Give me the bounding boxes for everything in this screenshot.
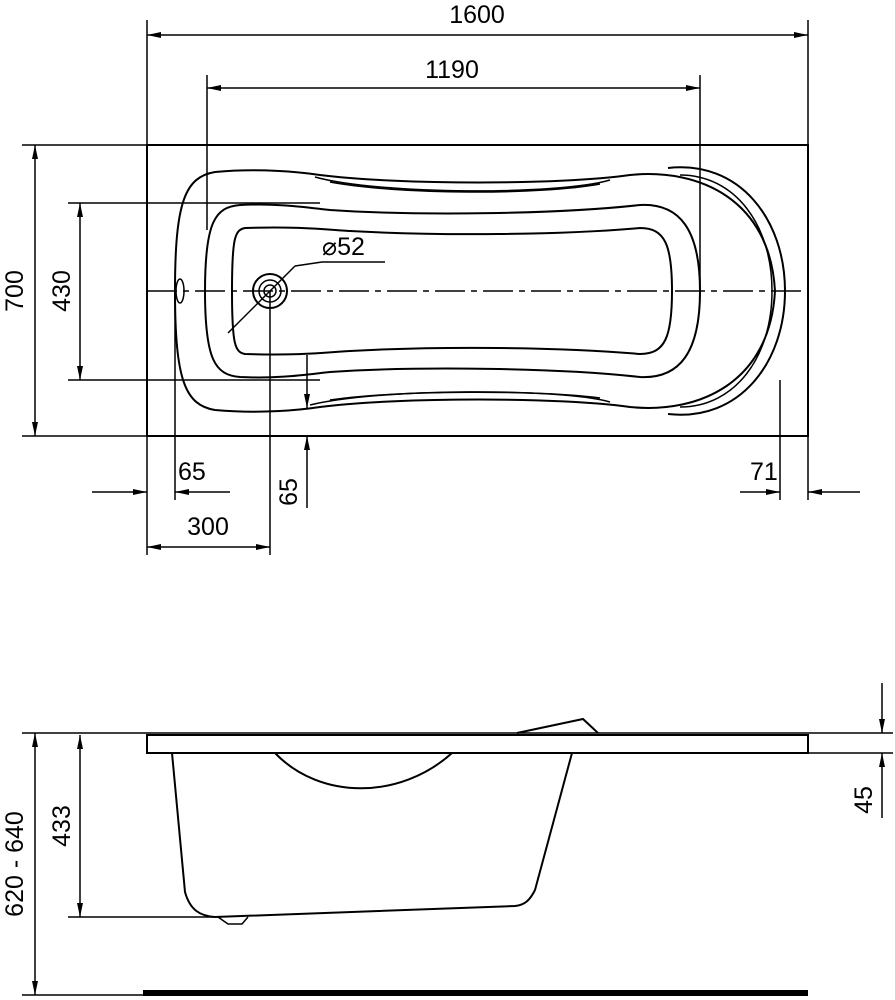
dim-total-height-label: 620 - 640 [1,811,29,917]
headrest-side [516,717,599,734]
dim-rim-thickness-label: 45 [850,786,878,814]
dim-overall-length-label: 1600 [449,1,505,29]
dim-inner-width-label: 430 [48,270,76,312]
overflow-hole [175,278,185,304]
dim-right-offset-label: 71 [750,458,778,486]
side-rim [146,734,809,754]
drain-leader-2 [294,261,323,267]
outer-bowl [173,169,777,413]
armrest-right [667,166,787,416]
top-view: ⌀52 1600 1190 700 430 65 65 300 71 [1,1,860,555]
dim-overall-width-label: 700 [1,270,29,312]
headrest-bottom-inner [329,391,601,401]
headrest-top [314,176,611,192]
innermost-bowl [230,226,674,356]
dim-left-offset-label: 65 [178,458,206,486]
side-body [171,752,573,919]
dim-drain-position-label: 300 [187,513,229,541]
drain-diameter-label: ⌀52 [322,233,365,261]
drain-foot [217,916,249,925]
armrest-right-inner [679,174,773,408]
side-headrest-curve [274,752,453,790]
inner-bowl [203,203,702,379]
side-view: 620 - 640 433 45 [1,683,893,996]
headrest-top-inner [329,181,601,193]
dim-inner-length-label: 1190 [425,56,479,84]
drain-leader [227,265,296,334]
dim-bowl-depth-label: 433 [48,805,76,847]
dim-side-offset-label: 65 [275,478,303,506]
